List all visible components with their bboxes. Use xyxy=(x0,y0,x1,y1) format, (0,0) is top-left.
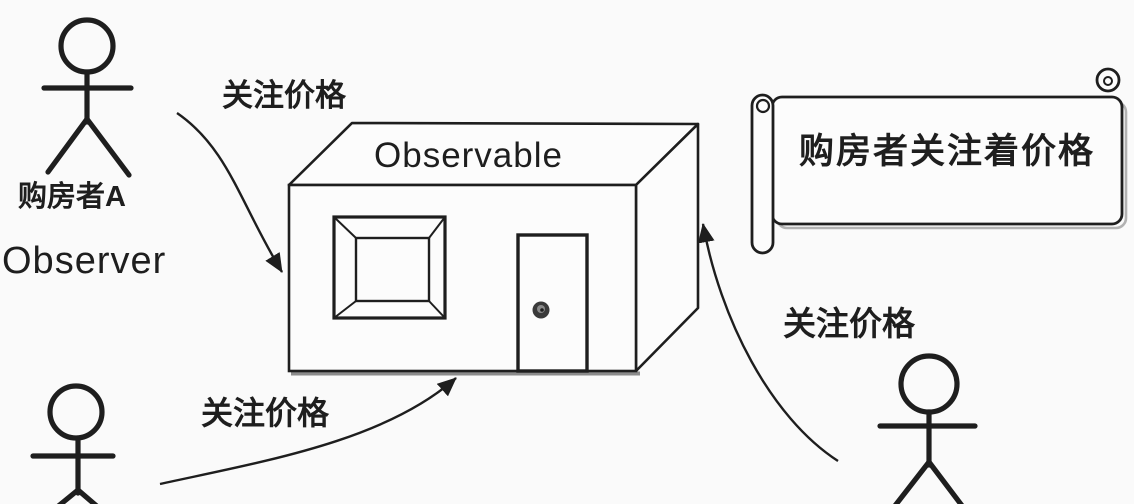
watch-price-label-top: 关注价格 xyxy=(222,78,346,113)
stick-figure-buyer-c-icon xyxy=(877,353,978,504)
stick-figure-buyer-a-icon xyxy=(41,17,134,178)
house-door-icon xyxy=(516,233,589,373)
stick-figure-buyer-b-icon xyxy=(30,383,116,504)
scroll-banner-icon xyxy=(750,67,1128,255)
scroll-banner-text: 购房者关注着价格 xyxy=(798,132,1095,171)
observable-house-icon xyxy=(287,121,700,376)
watch-price-label-right: 关注价格 xyxy=(783,305,915,342)
house-window-icon xyxy=(332,215,447,320)
watch-price-label-bottom: 关注价格 xyxy=(201,395,330,431)
observable-title: Observable xyxy=(374,136,563,175)
arrow-buyer-b-to-house xyxy=(159,377,457,486)
door-knob-icon xyxy=(532,301,550,319)
arrow-buyer-c-to-house xyxy=(697,223,839,463)
observer-role-label: Observer xyxy=(2,240,167,282)
arrow-buyer-a-to-house xyxy=(176,112,284,273)
buyer-a-name-label: 购房者A xyxy=(18,181,126,213)
